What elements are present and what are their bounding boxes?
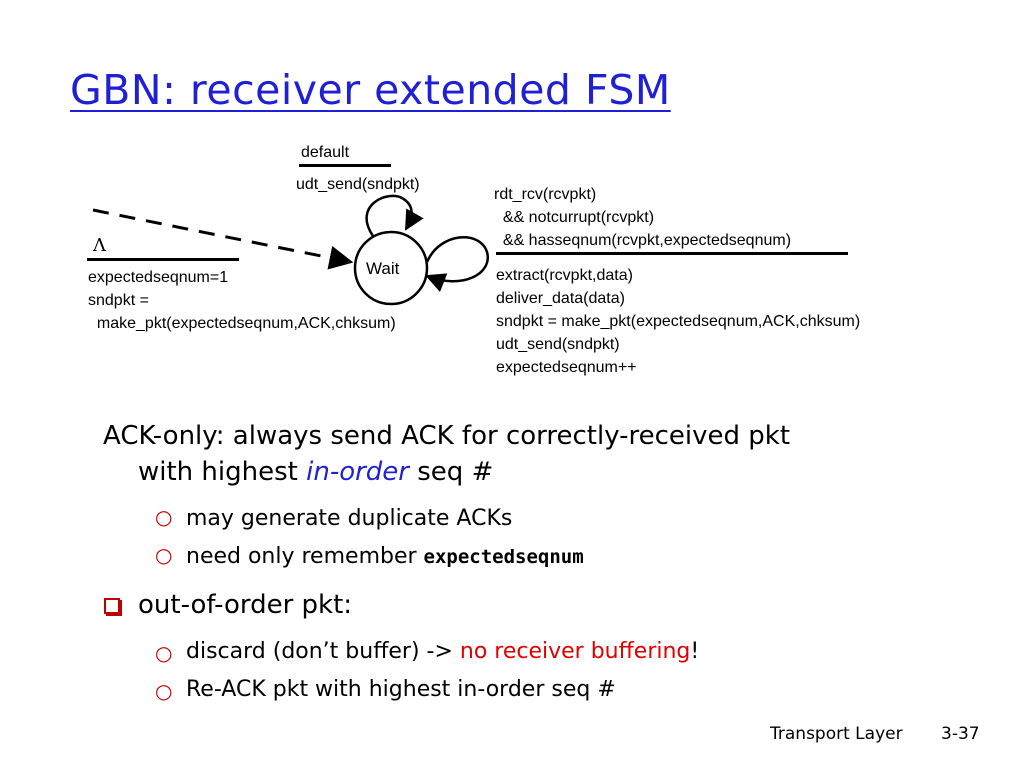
sub-bullet-circle-icon: ○ [155, 543, 173, 567]
sub-bullet-duplicate-acks: may generate duplicate ACKs [186, 506, 513, 531]
sub-bullet-remember-text: need only remember [186, 544, 424, 569]
sub-bullet-circle-icon: ○ [155, 679, 173, 703]
bullet-ack-only-emphasis: in-order [306, 457, 409, 487]
self-loop-right-arrow [425, 236, 489, 292]
right-action-2: deliver_data(data) [496, 290, 625, 307]
initial-action-1: expectedseqnum=1 [88, 269, 229, 286]
bullet-ack-only-line2: with highest in-order seq # [138, 454, 493, 490]
right-event-3: && hasseqnum(rcvpkt,expectedseqnum) [494, 232, 792, 249]
fsm-diagram [92, 194, 489, 306]
square-bullet-icon [104, 598, 120, 614]
sub-bullet-remember-code: expectedseqnum [423, 546, 584, 568]
sub-bullet-re-ack: Re-ACK pkt with highest in-order seq # [186, 677, 616, 702]
footer-label: Transport Layer [770, 724, 903, 744]
bullet-ack-only-pre: with highest [138, 457, 307, 487]
initial-divider [87, 258, 239, 261]
self-loop-right-divider [496, 252, 848, 255]
right-event-1: rdt_rcv(rcvpkt) [494, 186, 597, 203]
state-wait-circle [353, 230, 429, 306]
initial-event-lambda: Λ [93, 235, 106, 256]
sub-bullet-discard-text: discard (don’t buffer) -> [186, 639, 460, 664]
self-loop-top-event: default [301, 144, 350, 161]
footer-page-number: 3-37 [941, 724, 980, 744]
self-loop-top-divider [299, 164, 391, 167]
sub-bullet-discard: discard (don’t buffer) -> no receiver bu… [186, 635, 699, 669]
right-event-2: && notcurrupt(rcvpkt) [494, 209, 655, 226]
right-action-3: sndpkt = make_pkt(expectedseqnum,ACK,chk… [496, 313, 861, 330]
state-label: Wait [366, 259, 400, 278]
bullet-ack-only-line1: ACK-only: always send ACK for correctly-… [103, 421, 791, 451]
bullet-out-of-order: out-of-order pkt: [138, 590, 353, 620]
slide-title: GBN: receiver extended FSM [70, 66, 671, 114]
sub-bullet-circle-icon: ○ [155, 641, 173, 665]
bullet-ack-only-post: seq # [409, 457, 494, 487]
initial-action-3: make_pkt(expectedseqnum,ACK,chksum) [88, 315, 396, 332]
self-loop-top-arrow [365, 194, 424, 237]
sub-bullet-discard-post: ! [690, 639, 700, 664]
sub-bullet-discard-red: no receiver buffering [459, 639, 691, 664]
initial-action-2: sndpkt = [88, 292, 149, 309]
self-loop-top-action: udt_send(sndpkt) [296, 176, 420, 193]
right-action-5: expectedseqnum++ [496, 359, 637, 376]
initial-transition-arrow [92, 208, 354, 270]
sub-bullet-remember: need only remember expectedseqnum [186, 540, 584, 574]
sub-bullet-circle-icon: ○ [155, 505, 173, 529]
right-action-1: extract(rcvpkt,data) [496, 267, 633, 284]
right-action-4: udt_send(sndpkt) [496, 336, 620, 353]
